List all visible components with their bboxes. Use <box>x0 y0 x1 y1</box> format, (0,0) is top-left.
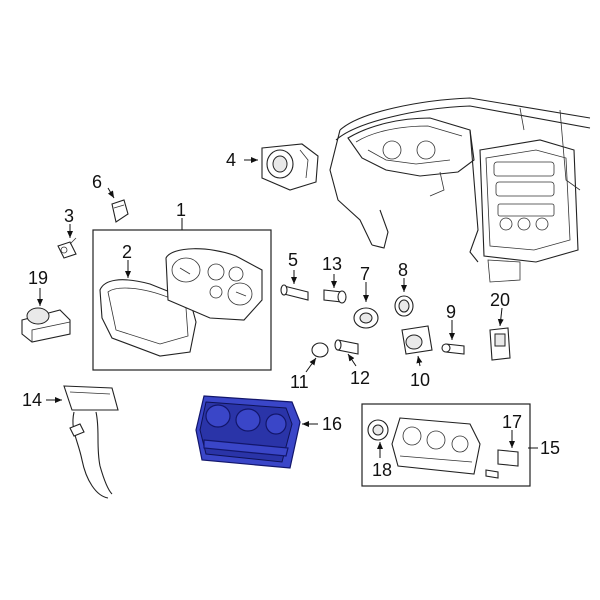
part-9-bulb <box>441 343 465 355</box>
part-14-harness <box>63 385 119 499</box>
part-5-knob <box>280 284 309 301</box>
part-18-knob <box>367 419 389 441</box>
callout-labels: 1 2 3 4 5 6 7 8 9 10 11 12 13 14 15 16 1… <box>22 150 560 480</box>
part-13-knob <box>323 289 347 304</box>
part-3-socket <box>57 237 77 259</box>
callout-13: 13 <box>322 254 342 274</box>
leader-lines <box>37 157 538 458</box>
callout-14: 14 <box>22 390 42 410</box>
part-10-switch <box>401 325 433 355</box>
callout-18: 18 <box>372 460 392 480</box>
callout-19: 19 <box>28 268 48 288</box>
callout-6: 6 <box>92 172 102 192</box>
part-4-headlamp-switch <box>261 143 319 191</box>
part-12-knob <box>334 339 359 355</box>
part-15-control-panel <box>391 417 481 475</box>
part-11-cap <box>311 342 329 358</box>
part-1-instrument-cluster <box>165 248 263 321</box>
part-6-bulb <box>111 199 129 223</box>
callout-15: 15 <box>540 438 560 458</box>
part-19-module <box>21 307 71 343</box>
callout-4: 4 <box>226 150 236 170</box>
callout-5: 5 <box>288 250 298 270</box>
part-15-group-box <box>361 403 531 487</box>
callout-16: 16 <box>322 414 342 434</box>
callout-1: 1 <box>176 200 186 220</box>
part-8-ring <box>394 295 414 317</box>
callout-10: 10 <box>410 370 430 390</box>
part-7-knob <box>353 307 379 329</box>
part-17-connector <box>485 449 519 479</box>
callout-20: 20 <box>490 290 510 310</box>
callout-12: 12 <box>350 368 370 388</box>
callout-9: 9 <box>446 302 456 322</box>
callout-7: 7 <box>360 264 370 284</box>
callout-8: 8 <box>398 260 408 280</box>
part-16-climate-control-highlighted <box>195 395 301 469</box>
callout-3: 3 <box>64 206 74 226</box>
callout-2: 2 <box>122 242 132 262</box>
dashboard-illustration <box>329 97 591 283</box>
callout-17: 17 <box>502 412 522 432</box>
callout-11: 11 <box>290 372 309 392</box>
part-20-switch <box>489 327 511 361</box>
